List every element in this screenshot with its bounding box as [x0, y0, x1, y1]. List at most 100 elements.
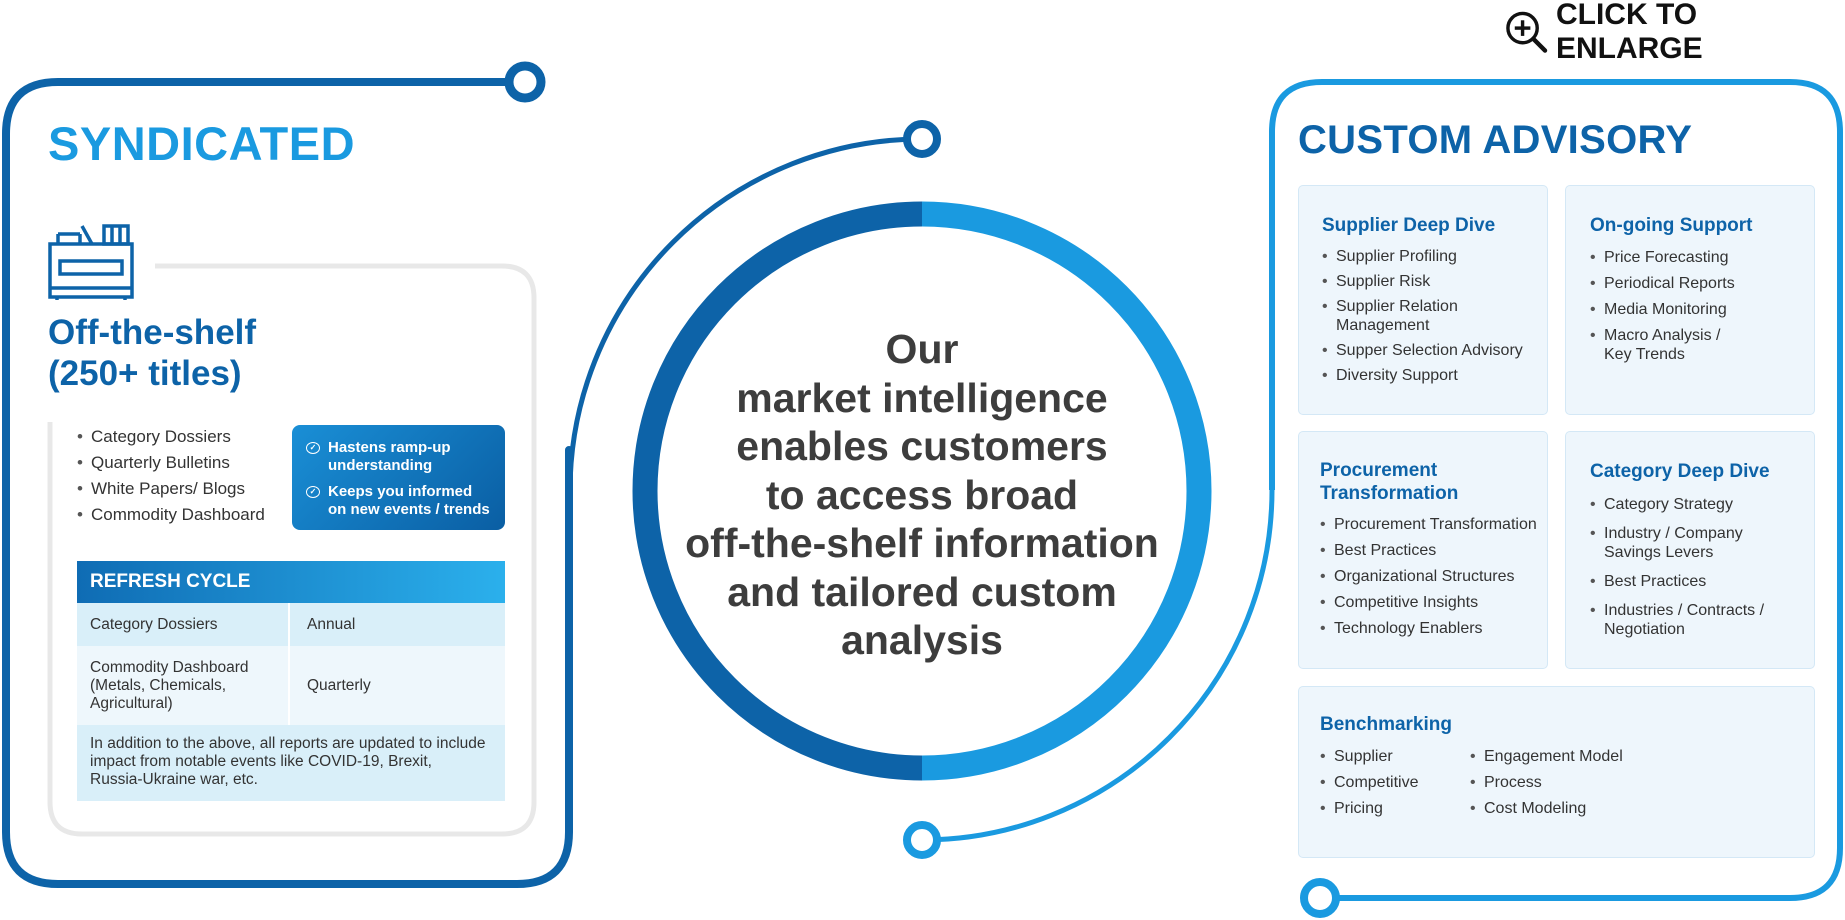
list-item-line: Savings Levers	[1604, 544, 1714, 561]
list-item: Supplier Risk	[1322, 272, 1537, 291]
table-cell-line: (Metals, Chemicals,	[90, 676, 227, 694]
card-title-line: Transformation	[1320, 483, 1459, 504]
list-item: Supplier Profiling	[1322, 247, 1537, 266]
off-the-shelf-title: Off-the-shelf (250+ titles)	[48, 312, 256, 394]
list-item-line: Macro Analysis /	[1604, 327, 1721, 344]
list-item: White Papers/ Blogs	[77, 478, 265, 504]
highlight-text: Hastens ramp-up	[328, 439, 451, 456]
card-title: Category Deep Dive	[1590, 461, 1770, 482]
list-item: Diversity Support	[1322, 366, 1537, 385]
card-title: Benchmarking	[1320, 714, 1452, 735]
benchmarking-columns: Supplier Competitive Pricing Engagement …	[1320, 747, 1804, 818]
list-item: Best Practices	[1590, 572, 1806, 591]
center-line: market intelligence	[736, 374, 1108, 421]
list-item: Supper Selection Advisory	[1322, 341, 1537, 360]
supplier-deep-dive-card: Supplier Deep Dive Supplier Profiling Su…	[1298, 185, 1548, 415]
list-item-line: Negotiation	[1604, 621, 1685, 638]
check-circle-icon: ✓	[306, 486, 320, 498]
card-title-line: Procurement	[1320, 460, 1438, 481]
custom-advisory-frame-node	[1300, 878, 1340, 918]
bottom-connector-arc	[921, 489, 1275, 843]
center-ring-left	[632, 201, 923, 781]
card-title: On-going Support	[1590, 215, 1753, 236]
syndicated-frame-node	[504, 61, 546, 103]
refresh-cycle-header: REFRESH CYCLE	[77, 561, 505, 603]
off-the-shelf-frame	[47, 263, 537, 837]
list-item: Best Practices	[1320, 541, 1541, 560]
click-to-enlarge-button[interactable]: CLICK TO ENLARGE	[1505, 0, 1845, 65]
list-item: Media Monitoring	[1590, 300, 1804, 319]
note-line: impact from notable events like COVID-19…	[90, 753, 432, 770]
table-cell: Commodity Dashboard (Metals, Chemicals, …	[77, 646, 290, 725]
list-item: Engagement Model	[1470, 747, 1623, 766]
category-deep-dive-card: Category Deep Dive Category Strategy Ind…	[1565, 431, 1815, 669]
list-item: Pricing	[1320, 799, 1470, 818]
list-item-line: Key Trends	[1604, 346, 1685, 363]
off-the-shelf-title-line: Off-the-shelf	[48, 313, 257, 352]
center-line: to access broad	[765, 471, 1079, 518]
list-item-line: Supplier Relation	[1336, 298, 1458, 315]
list-item: Cost Modeling	[1470, 799, 1623, 818]
ongoing-support-card: On-going Support Price Forecasting Perio…	[1565, 185, 1815, 415]
list-item: Competitive Insights	[1320, 593, 1541, 612]
list-item: Procurement Transformation	[1320, 515, 1541, 534]
list-item: Process	[1470, 773, 1623, 792]
benchmarking-card: Benchmarking Supplier Competitive Pricin…	[1298, 686, 1815, 858]
list-item-line: Industry / Company	[1604, 525, 1743, 542]
center-ring-right	[921, 201, 1212, 781]
note-line: Russia-Ukraine war, etc.	[90, 771, 258, 788]
refresh-cycle-note: In addition to the above, all reports ar…	[77, 725, 505, 801]
table-cell: Annual	[307, 615, 356, 633]
zoom-in-icon	[1506, 11, 1548, 53]
list-item: Macro Analysis / Key Trends	[1590, 326, 1804, 364]
check-circle-icon: ✓	[306, 442, 320, 454]
table-cell-line: Agricultural)	[90, 694, 173, 712]
center-line: and tailored custom	[727, 568, 1117, 615]
custom-advisory-title: CUSTOM ADVISORY	[1298, 118, 1693, 162]
table-cell: Quarterly	[307, 676, 371, 694]
center-line: off-the-shelf information	[685, 520, 1159, 566]
card-list: Engagement Model Process Cost Modeling	[1470, 747, 1623, 818]
center-line: enables customers	[736, 423, 1108, 469]
card-title: Supplier Deep Dive	[1322, 215, 1496, 236]
note-line: In addition to the above, all reports ar…	[90, 735, 486, 752]
list-item: Periodical Reports	[1590, 274, 1804, 293]
list-item: Supplier	[1320, 747, 1470, 766]
list-item: Category Dossiers	[77, 426, 265, 452]
highlight-text: on new events / trends	[328, 501, 490, 518]
list-item: Technology Enablers	[1320, 619, 1541, 638]
card-list: Supplier Profiling Supplier Risk Supplie…	[1322, 247, 1537, 385]
list-item: Price Forecasting	[1590, 248, 1804, 267]
list-item-line: Industries / Contracts /	[1604, 602, 1765, 619]
list-item: Industries / Contracts / Negotiation	[1590, 601, 1806, 639]
syndicated-frame	[2, 78, 573, 888]
card-list: Price Forecasting Periodical Reports Med…	[1590, 248, 1804, 364]
click-to-enlarge-label: CLICK TO ENLARGE	[1555, 0, 1703, 65]
off-the-shelf-title-line: (250+ titles)	[48, 354, 242, 393]
list-item: Organizational Structures	[1320, 567, 1541, 586]
list-item: Commodity Dashboard	[77, 504, 265, 530]
table-cell: Category Dossiers	[77, 603, 290, 646]
highlight-text: Keeps you informed	[328, 483, 473, 500]
center-line: analysis	[841, 617, 1003, 663]
table-row: Commodity Dashboard (Metals, Chemicals, …	[77, 646, 505, 725]
list-item: Competitive	[1320, 773, 1470, 792]
syndicated-title: SYNDICATED	[48, 117, 356, 170]
card-list: Procurement Transformation Best Practice…	[1320, 515, 1541, 638]
custom-advisory-frame	[1269, 79, 1843, 901]
center-line: Our	[885, 326, 959, 372]
card-list: Supplier Competitive Pricing	[1320, 747, 1470, 818]
center-statement: Our market intelligence enables customer…	[660, 325, 1184, 665]
highlight-text: understanding	[328, 457, 433, 474]
list-item: Quarterly Bulletins	[77, 452, 265, 478]
list-item-line: Management	[1336, 317, 1430, 334]
top-connector-node	[903, 120, 941, 158]
list-item: Category Strategy	[1590, 495, 1806, 514]
off-the-shelf-machine-icon	[48, 224, 134, 300]
